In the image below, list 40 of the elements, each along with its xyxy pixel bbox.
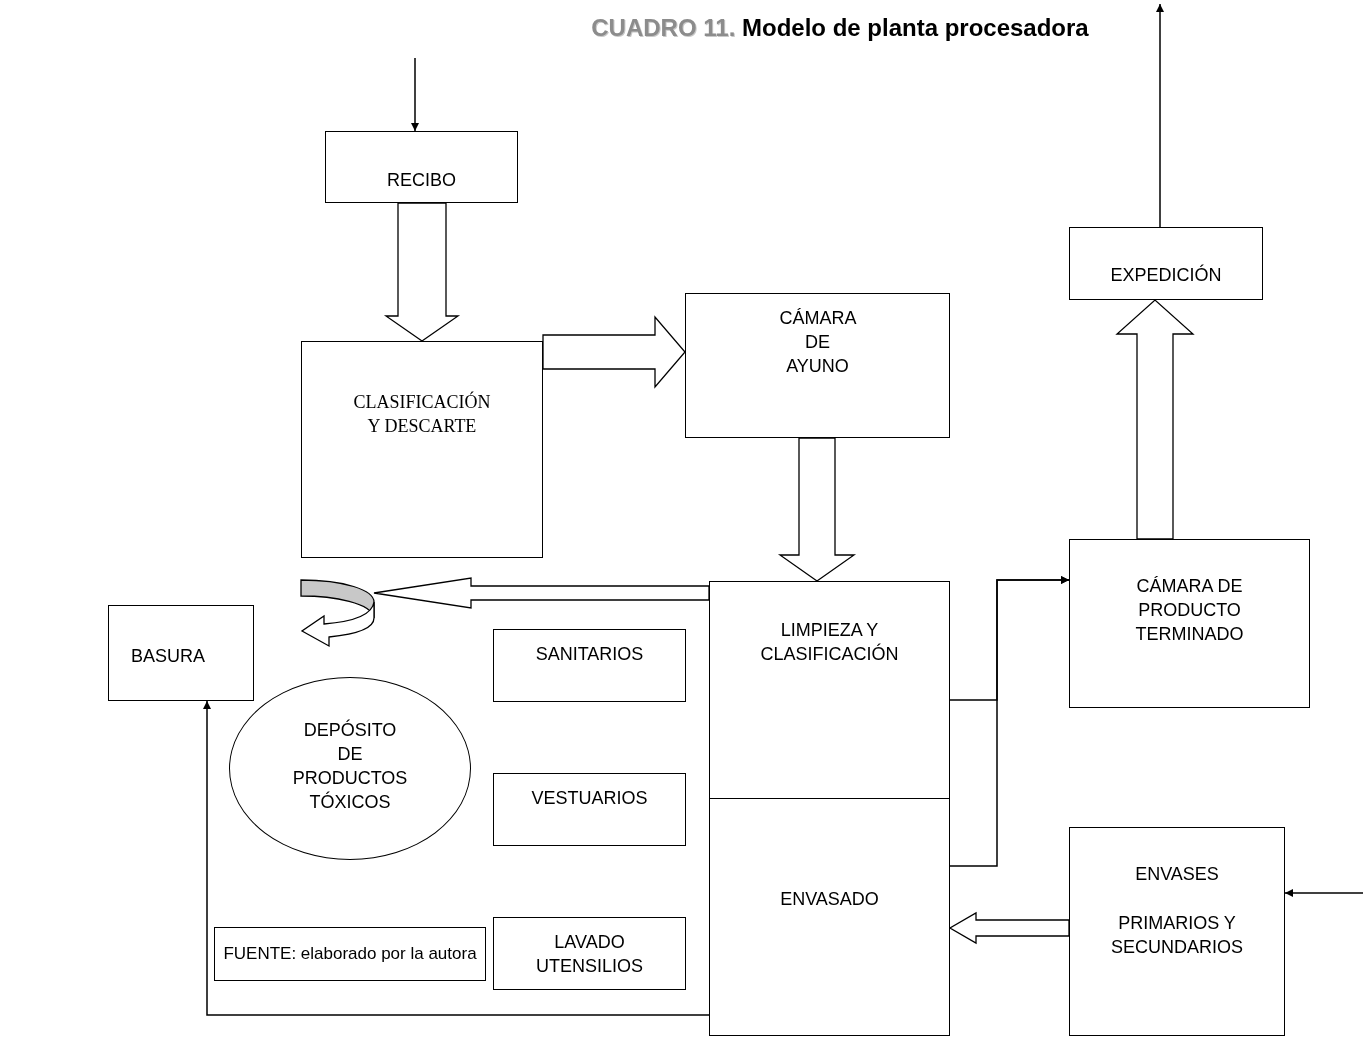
node-label: VESTUARIOS — [531, 787, 648, 810]
node-label: CÁMARA DE AYUNO — [779, 307, 856, 378]
process-box — [325, 131, 518, 203]
block-arrow — [383, 202, 461, 342]
process-box — [493, 629, 686, 702]
process-box — [493, 773, 686, 846]
arrow — [411, 57, 419, 132]
arrow — [203, 700, 710, 1016]
process-box — [685, 293, 950, 438]
block-arrow — [542, 315, 686, 389]
process-box — [301, 341, 543, 558]
node-label: ENVASES — [1135, 863, 1219, 886]
process-box — [709, 581, 950, 799]
process-box — [493, 917, 686, 990]
process-box — [108, 605, 254, 701]
node-label: ENVASADO — [780, 888, 879, 911]
process-box — [1069, 539, 1310, 708]
process-box — [214, 927, 486, 981]
process-box — [1069, 827, 1285, 1036]
node-label: CLASIFICACIÓN Y DESCARTE — [353, 390, 491, 438]
block-arrow — [1115, 299, 1195, 540]
process-box — [1069, 227, 1263, 300]
block-arrow — [777, 437, 857, 582]
node-label: BASURA — [131, 645, 206, 668]
arrow — [1284, 889, 1364, 897]
node-label: LIMPIEZA Y CLASIFICACIÓN — [760, 619, 899, 666]
node-label: LAVADO UTENSILIOS — [536, 931, 643, 978]
node-label: PRIMARIOS Y SECUNDARIOS — [1111, 912, 1243, 959]
process-box — [709, 798, 950, 1036]
node-label: SANITARIOS — [535, 643, 644, 666]
arrow — [1156, 3, 1164, 228]
arrow — [949, 576, 1070, 867]
block-arrow — [300, 577, 710, 647]
node-label: EXPEDICIÓN — [1110, 263, 1222, 287]
node-label: DEPÓSITO DE PRODUCTOS TÓXICOS — [292, 718, 408, 814]
block-arrow — [948, 911, 1070, 945]
title: CUADRO 11. Modelo de planta procesadora — [590, 14, 1090, 42]
node-label: CÁMARA DE PRODUCTO TERMINADO — [1135, 575, 1244, 646]
node-label: FUENTE: elaborado por la autora — [223, 943, 477, 965]
node-label: RECIBO — [387, 169, 456, 192]
